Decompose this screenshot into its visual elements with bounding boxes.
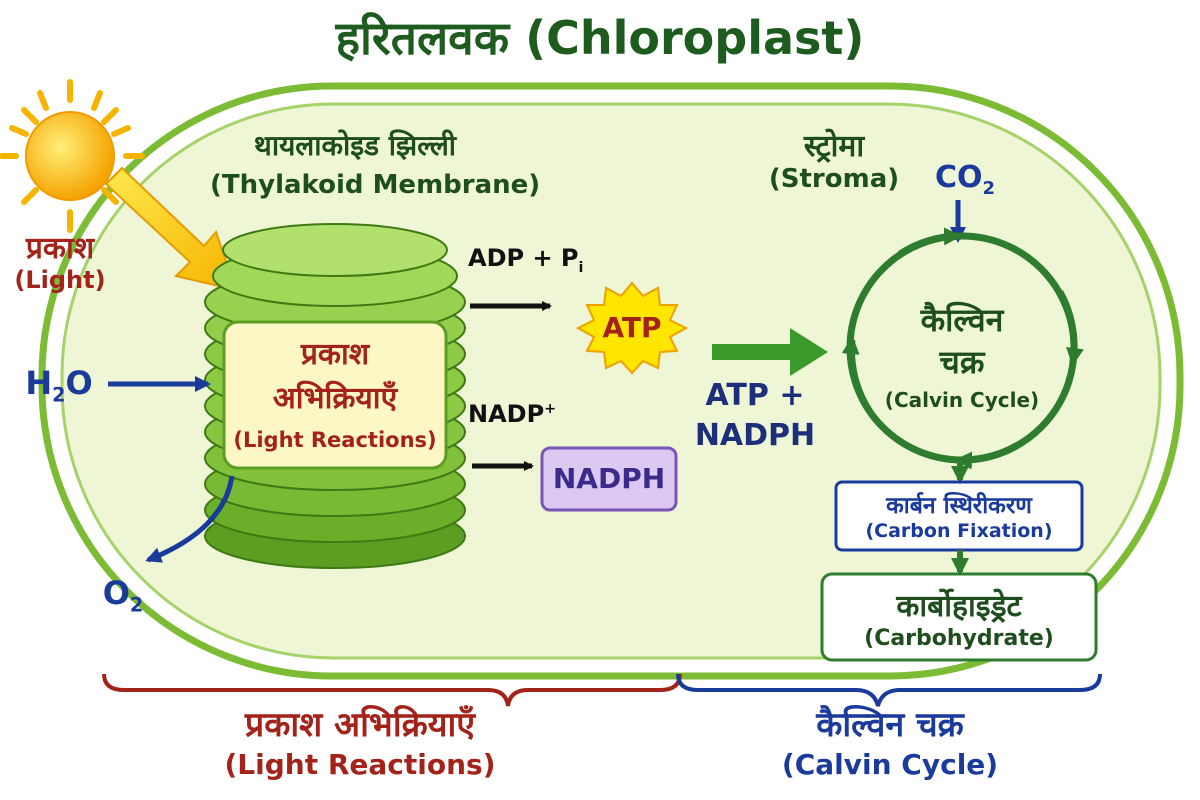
- carbohydrate-english: (Carbohydrate): [864, 626, 1054, 651]
- atp-starburst: [575, 281, 689, 375]
- bottom-calvin-cycle-english: (Calvin Cycle): [781, 748, 999, 781]
- stroma-label-english: (Stroma): [768, 164, 900, 194]
- nadp-label: NADP+: [468, 400, 557, 428]
- thylakoid-label-hindi: थायलाकोइड झिल्ली: [253, 129, 457, 162]
- light-reactions-box: [222, 320, 448, 470]
- atp-nadph-transfer-arrow: [712, 328, 828, 376]
- nadph-label: NADPH: [552, 462, 666, 495]
- bottom-light-reactions-hindi: प्रकाश अभिक्रियाएँ: [244, 705, 476, 745]
- bottom-light-reactions-english: (Light Reactions): [224, 748, 496, 781]
- calvin-center-english: (Calvin Cycle): [884, 388, 1040, 412]
- carbohydrate-box: [820, 572, 1098, 662]
- transfer-label-line2: NADPH: [694, 418, 816, 453]
- carbohydrate-hindi: कार्बोहाइड्रेट: [896, 589, 1022, 624]
- carbon-fixation-english: (Carbon Fixation): [865, 520, 1053, 542]
- sunlight-arrow: [104, 166, 238, 292]
- page-title: हरितलवक (Chloroplast): [335, 11, 865, 65]
- calvin-cycle-brace: [676, 673, 1102, 707]
- thylakoid-label-english: (Thylakoid Membrane): [210, 170, 541, 200]
- carbon-fixation-hindi: कार्बन स्थिरीकरण: [886, 493, 1032, 519]
- light-reactions-english: (Light Reactions): [233, 428, 437, 452]
- bottom-calvin-cycle-hindi: कैल्विन चक्र: [816, 705, 964, 745]
- adp-pi-label: ADP + Pi: [468, 244, 584, 276]
- light-label-english: (Light): [14, 266, 106, 294]
- stroma-label-hindi: स्ट्रोमा: [803, 129, 865, 164]
- atp-label: ATP: [602, 311, 662, 344]
- nadph-box: [540, 446, 678, 512]
- light-reactions-hindi-line2: अभिक्रियाएँ: [272, 381, 398, 416]
- oxygen-output-arrow: [145, 475, 235, 563]
- oxygen-label: O2: [102, 574, 144, 617]
- calvin-center-hindi-line2: चक्र: [939, 343, 985, 381]
- co2-label: CO2: [934, 160, 996, 199]
- sun-icon: [0, 79, 145, 233]
- transfer-label-line1: ATP +: [705, 378, 805, 413]
- light-label-hindi: प्रकाश: [25, 231, 95, 266]
- light-reactions-hindi-line1: प्रकाश: [300, 337, 370, 372]
- water-label: H2O: [25, 364, 93, 407]
- calvin-center-hindi-line1: कैल्विन: [920, 301, 1004, 339]
- light-reactions-brace: [102, 673, 682, 707]
